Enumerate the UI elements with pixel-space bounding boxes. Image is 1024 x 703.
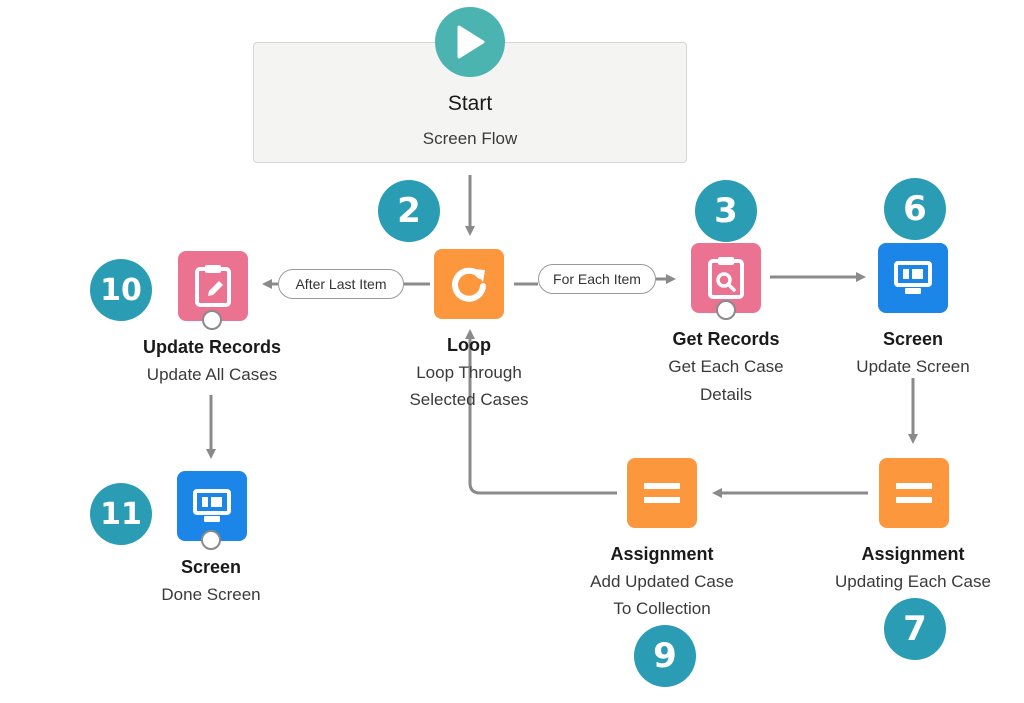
assignment-updating-node[interactable] [879, 458, 949, 528]
step-badge-loop: 2 [378, 180, 440, 242]
get-records-subtitle-line2: Details [700, 385, 752, 404]
after-last-item-label[interactable]: After Last Item [278, 269, 404, 299]
get-records-title: Get Records [672, 329, 780, 349]
assignment-add-title: Assignment [610, 544, 714, 564]
start-subtitle: Screen Flow [422, 129, 518, 148]
get-records-connector-dot[interactable] [716, 300, 736, 320]
screen-done-title: Screen [180, 557, 242, 577]
clipboard-edit-icon [195, 265, 231, 307]
update-records-subtitle: Update All Cases [146, 365, 278, 384]
start-title: Start [447, 92, 493, 115]
step-badge-screen-done: 11 [90, 483, 152, 545]
loop-icon [452, 267, 486, 302]
screen-update-title: Screen [882, 329, 944, 349]
loop-subtitle-line2: Selected Cases [409, 390, 529, 409]
step-badge-get-records: 3 [695, 180, 757, 242]
screen-update-node[interactable] [878, 243, 948, 313]
assignment-icon [644, 483, 680, 503]
assignment-add-subtitle-line1: Add Updated Case [590, 572, 734, 591]
assignment-icon [896, 483, 932, 503]
screen-done-subtitle: Done Screen [161, 585, 261, 604]
assignment-add-subtitle-line2: To Collection [613, 599, 711, 618]
assignment-updating-subtitle: Updating Each Case [835, 572, 991, 591]
clipboard-search-icon [708, 257, 744, 299]
get-records-subtitle-line1: Get Each Case [668, 357, 784, 376]
step-badge-assignment-add: 9 [634, 625, 696, 687]
loop-node[interactable] [434, 249, 504, 319]
screen-icon [894, 261, 932, 294]
loop-subtitle-line1: Loop Through [416, 363, 522, 382]
connector-assign-back-to-loop [465, 329, 617, 495]
for-each-item-label[interactable]: For Each Item [538, 264, 656, 294]
play-icon [457, 25, 485, 59]
assignment-add-node[interactable] [627, 458, 697, 528]
screen-update-subtitle: Update Screen [856, 357, 970, 376]
screen-done-node[interactable] [177, 471, 247, 541]
step-badge-screen-update: 6 [884, 178, 946, 240]
assignment-updating-title: Assignment [861, 544, 965, 564]
step-badge-update-records: 10 [90, 259, 152, 321]
update-records-title: Update Records [142, 337, 282, 357]
update-records-connector-dot[interactable] [202, 310, 222, 330]
screen-done-connector-dot[interactable] [201, 530, 221, 550]
loop-title: Loop [447, 335, 491, 355]
screen-icon [193, 489, 231, 522]
update-records-node[interactable] [178, 251, 248, 321]
step-badge-assignment-updating: 7 [884, 598, 946, 660]
start-icon-circle[interactable] [435, 7, 505, 77]
